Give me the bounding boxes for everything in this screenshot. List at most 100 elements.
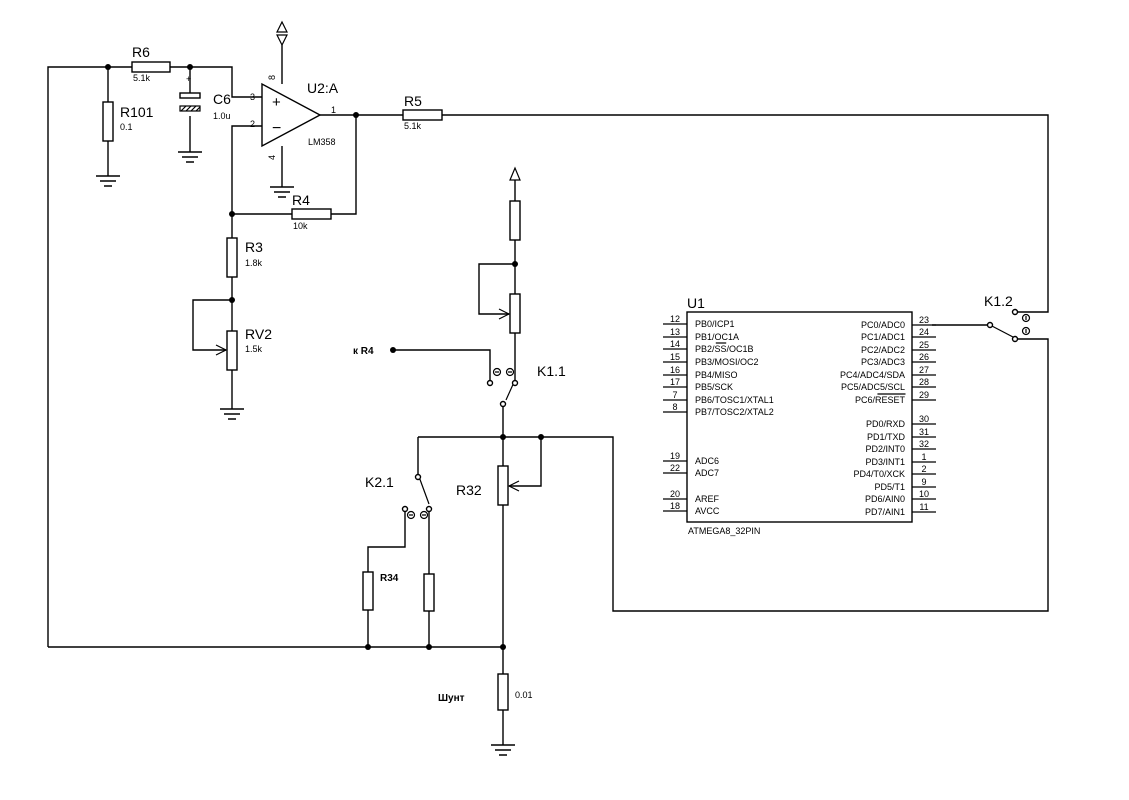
resistor-shunt: Шунт 0.01	[438, 673, 533, 711]
mcu-pin-name: PB7/TOSC2/XTAL2	[695, 407, 774, 417]
mcu-pin-name: ADC7	[695, 468, 719, 478]
trimmer-top-right	[498, 293, 521, 334]
relay-switch-k12: K1.2	[984, 293, 1031, 343]
mcu-pin-number: 26	[919, 352, 929, 362]
svg-text:R6: R6	[132, 44, 150, 60]
svg-text:5.1k: 5.1k	[404, 121, 422, 131]
mcu-pin-number: 13	[670, 327, 680, 337]
mcu-pin-name: AREF	[695, 494, 720, 504]
resistor-k21-branch	[423, 573, 435, 612]
mcu-pin-name: PD0/RXD	[866, 419, 906, 429]
ground-icon	[270, 186, 294, 198]
svg-text:R34: R34	[380, 573, 399, 584]
mcu-pin-name: AVCC	[695, 506, 720, 516]
resistor-r6: R6 5.1k	[131, 44, 171, 83]
potentiometer-r32: R32	[456, 465, 520, 506]
mcu-pin-number: 1	[921, 452, 926, 462]
mcu-pin-number: 10	[919, 489, 929, 499]
mcu-pin-name: PB5/SCK	[695, 382, 733, 392]
svg-text:5.1k: 5.1k	[133, 73, 151, 83]
mcu-pin-number: 9	[921, 477, 926, 487]
mcu-pin-number: 12	[670, 314, 680, 324]
mcu-pin-name: PB2/SS/OC1B	[695, 344, 754, 354]
wires	[47, 45, 1049, 745]
mcu-pin-number: 20	[670, 489, 680, 499]
mcu-pin-name: PD7/AIN1	[865, 507, 905, 517]
mcu-pin-number: 24	[919, 327, 929, 337]
svg-text:R4: R4	[292, 192, 310, 208]
svg-text:R3: R3	[245, 239, 263, 255]
svg-text:R32: R32	[456, 482, 482, 498]
svg-text:+: +	[186, 74, 191, 84]
resistor-r3: R3 1.8k	[226, 237, 263, 278]
mcu-pin-name: PC6/RESET	[855, 395, 906, 405]
svg-text:RV2: RV2	[245, 326, 272, 342]
mcu-pin-name: PD3/INT1	[865, 457, 905, 467]
mcu-pin-name: PC5/ADC5/SCL	[841, 382, 905, 392]
svg-text:K1.2: K1.2	[984, 293, 1013, 309]
relay-switch-k21: K2.1	[365, 473, 433, 520]
mcu-pin-number: 8	[672, 402, 677, 412]
svg-text:−: −	[272, 120, 281, 137]
svg-text:4: 4	[267, 155, 277, 160]
mcu-pin-number: 11	[919, 502, 928, 512]
mcu-pin-name: PD5/T1	[874, 482, 905, 492]
svg-text:8: 8	[267, 75, 277, 80]
mcu-pin-number: 7	[672, 390, 677, 400]
mcu-pin-number: 27	[919, 365, 929, 375]
junctions	[105, 64, 544, 650]
mcu-pin-number: 18	[670, 501, 680, 511]
potentiometer-rv2: RV2 1.5k	[215, 326, 272, 371]
svg-text:U2:A: U2:A	[307, 80, 339, 96]
svg-text:U1: U1	[687, 295, 705, 311]
svg-text:0.1: 0.1	[120, 122, 133, 132]
mcu-pin-name: PC0/ADC0	[861, 320, 905, 330]
svg-text:R101: R101	[120, 104, 154, 120]
svg-text:3: 3	[250, 92, 255, 102]
mcu-pin-number: 25	[919, 340, 929, 350]
svg-text:1.5k: 1.5k	[245, 344, 263, 354]
power-arrow-icon	[276, 20, 288, 47]
mcu-pin-number: 22	[670, 463, 680, 473]
mcu-pin-number: 16	[670, 365, 680, 375]
svg-text:+: +	[272, 94, 281, 111]
resistor-r5: R5 5.1k	[402, 93, 443, 131]
mcu-pin-number: 15	[670, 352, 680, 362]
resistor-top-right	[509, 200, 521, 241]
mcu-pin-name: PB0/ICP1	[695, 319, 735, 329]
mcu-pin-name: PC2/ADC2	[861, 345, 905, 355]
svg-text:LM358: LM358	[308, 137, 336, 147]
power-arrow-icon	[509, 166, 521, 181]
mcu-pin-name: PB3/MOSI/OC2	[695, 357, 759, 367]
ground-icon	[96, 175, 120, 187]
relay-switch-k11: K1.1 к R4	[353, 346, 566, 408]
mcu-pin-number: 17	[670, 377, 680, 387]
ground-icon	[178, 151, 202, 163]
svg-text:0.01: 0.01	[515, 690, 533, 700]
mcu-pin-name: PC4/ADC4/SDA	[840, 370, 905, 380]
mcu-pin-number: 30	[919, 414, 929, 424]
svg-text:K2.1: K2.1	[365, 474, 394, 490]
